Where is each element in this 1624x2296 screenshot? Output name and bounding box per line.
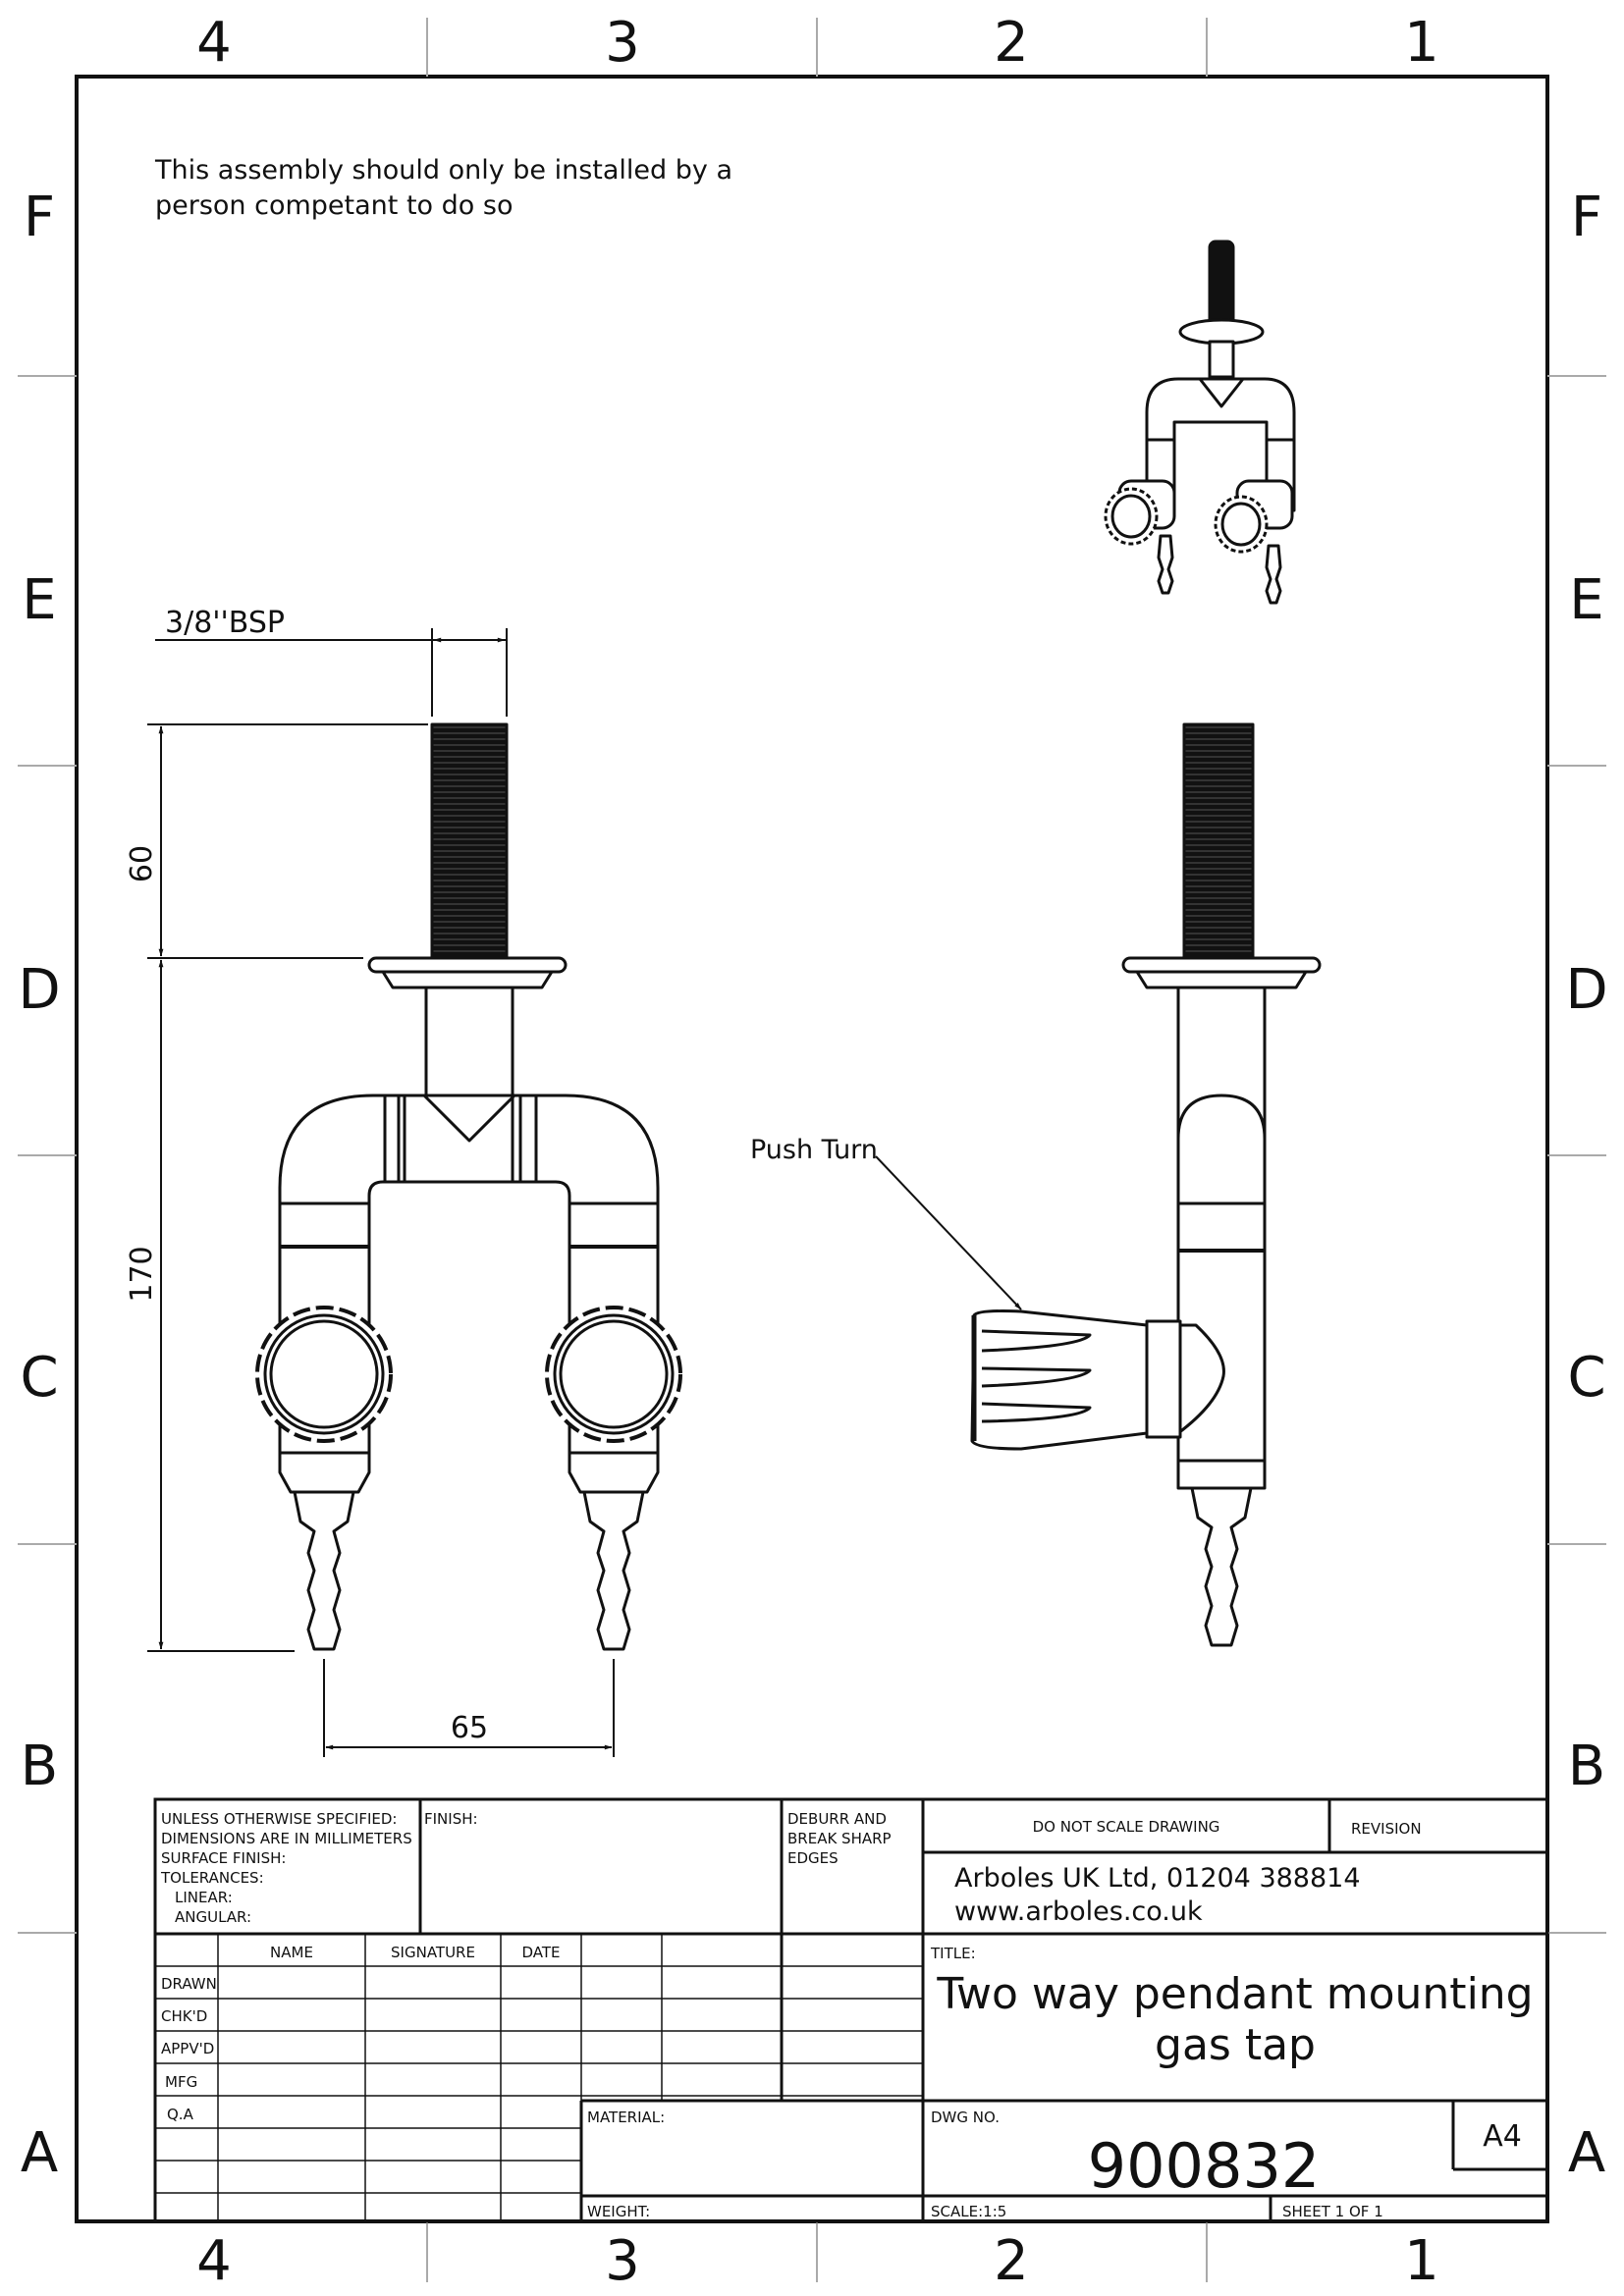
weight-label: WEIGHT: xyxy=(587,2203,650,2220)
title-block-text: UNLESS OTHERWISE SPECIFIED: DIMENSIONS A… xyxy=(160,1810,1534,2220)
row-label-left: F xyxy=(24,186,55,249)
finish-label: FINISH: xyxy=(424,1810,478,1828)
unless-specified-line: ANGULAR: xyxy=(175,1908,251,1926)
front-nozzle-left xyxy=(293,1490,355,1651)
front-stem xyxy=(424,986,514,1099)
push-turn-leader xyxy=(875,1155,1022,1310)
column-label-top: 1 xyxy=(1404,11,1439,75)
company-name: Arboles UK Ltd, 01204 388814 xyxy=(954,1863,1361,1894)
table-header-date: DATE xyxy=(521,1944,560,1961)
row-label-right: C xyxy=(1567,1346,1605,1410)
unless-specified-line: SURFACE FINISH: xyxy=(161,1849,286,1867)
iso-flange xyxy=(1178,318,1265,346)
installation-note-line1: This assembly should only be installed b… xyxy=(154,155,732,186)
title-label: TITLE: xyxy=(930,1945,976,1962)
side-nozzle xyxy=(1190,1486,1253,1647)
company-website: www.arboles.co.uk xyxy=(954,1896,1203,1927)
row-label-mfg: MFG xyxy=(165,2073,197,2091)
column-label-bottom: 1 xyxy=(1404,2229,1439,2293)
drawing-title-line1: Two way pendant mounting xyxy=(936,1969,1533,2019)
row-label-qa: Q.A xyxy=(167,2106,194,2123)
row-label-approved: APPV'D xyxy=(161,2040,214,2057)
table-header-signature: SIGNATURE xyxy=(391,1944,475,1961)
column-label-top: 2 xyxy=(994,11,1029,75)
row-label-right: E xyxy=(1569,568,1603,632)
unless-specified-line: LINEAR: xyxy=(175,1889,233,1906)
row-label-left: B xyxy=(21,1735,58,1798)
column-label-bottom: 3 xyxy=(605,2229,640,2293)
isometric-view xyxy=(1104,240,1296,605)
dimension-label-170: 170 xyxy=(125,1246,159,1302)
side-thread xyxy=(1182,722,1255,962)
row-label-drawn: DRAWN xyxy=(161,1975,217,1993)
column-label-top: 3 xyxy=(605,11,640,75)
front-thread xyxy=(430,722,509,962)
dimension-label-60: 60 xyxy=(125,845,159,882)
front-flange xyxy=(367,956,568,974)
front-nozzle-right xyxy=(582,1490,645,1651)
row-label-left: D xyxy=(18,958,60,1022)
row-label-left: A xyxy=(21,2121,58,2185)
signature-grid xyxy=(155,1934,923,2221)
row-label-checked: CHK'D xyxy=(161,2007,207,2025)
unless-specified-line: TOLERANCES: xyxy=(160,1869,264,1887)
unless-specified-line: UNLESS OTHERWISE SPECIFIED: xyxy=(161,1810,397,1828)
sheet-count: SHEET 1 OF 1 xyxy=(1282,2203,1383,2220)
front-view xyxy=(255,722,682,1651)
material-label: MATERIAL: xyxy=(587,2109,665,2126)
dimension-label-65: 65 xyxy=(451,1711,488,1745)
column-label-top: 4 xyxy=(196,11,232,75)
title-block xyxy=(153,1797,1549,2223)
drawing-number: 900832 xyxy=(1088,2130,1321,2202)
table-header-name: NAME xyxy=(270,1944,313,1961)
push-turn-label: Push Turn xyxy=(750,1135,878,1165)
installation-note-line2: person competant to do so xyxy=(155,190,513,221)
iso-nozzle-right xyxy=(1265,544,1282,605)
thread-dimension-label: 3/8''BSP xyxy=(165,606,285,640)
front-u-body xyxy=(278,1094,660,1329)
revision-label: REVISION xyxy=(1351,1820,1422,1838)
row-label-right: A xyxy=(1568,2121,1605,2185)
drawing-number-label: DWG NO. xyxy=(931,2109,1000,2126)
drawing-title-line2: gas tap xyxy=(1155,2020,1316,2070)
row-label-right: D xyxy=(1565,958,1607,1022)
column-label-bottom: 4 xyxy=(196,2229,232,2293)
side-valve-cone xyxy=(1176,1323,1225,1435)
iso-nozzle-left xyxy=(1157,534,1174,595)
scale-label: SCALE:1:5 xyxy=(931,2203,1006,2220)
row-label-left: C xyxy=(20,1346,58,1410)
side-flange xyxy=(1121,956,1322,974)
side-view xyxy=(970,722,1322,1647)
row-label-right: B xyxy=(1568,1735,1605,1798)
row-label-right: F xyxy=(1571,186,1602,249)
unless-specified-line: DIMENSIONS ARE IN MILLIMETERS xyxy=(161,1830,412,1847)
deburr-line: DEBURR AND xyxy=(787,1810,887,1828)
sheet-size: A4 xyxy=(1483,2119,1522,2154)
zone-labels: 4 3 2 1 4 3 2 1 F E D C B A F E D C B A xyxy=(18,11,1607,2293)
column-label-bottom: 2 xyxy=(994,2229,1029,2293)
deburr-line: BREAK SHARP xyxy=(787,1830,892,1847)
do-not-scale-label: DO NOT SCALE DRAWING xyxy=(1033,1818,1220,1836)
row-label-left: E xyxy=(22,568,56,632)
side-knob-collar xyxy=(1145,1319,1182,1439)
front-dimensions xyxy=(147,628,615,1757)
deburr-line: EDGES xyxy=(787,1849,839,1867)
